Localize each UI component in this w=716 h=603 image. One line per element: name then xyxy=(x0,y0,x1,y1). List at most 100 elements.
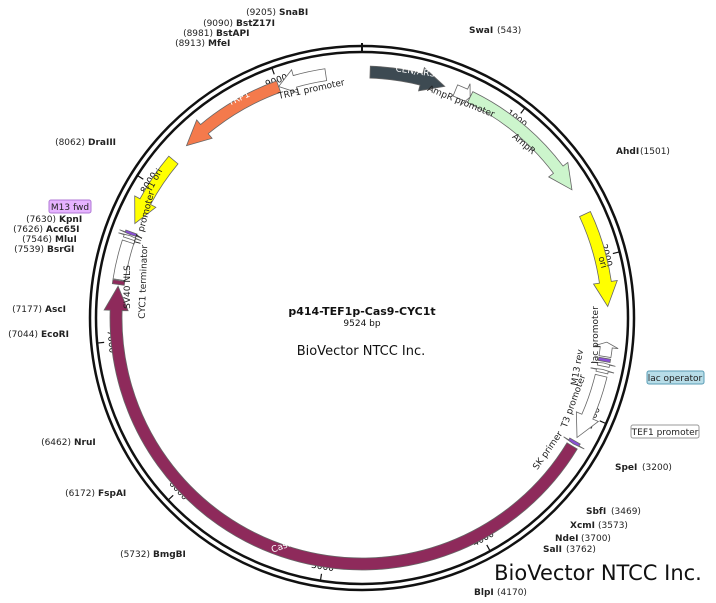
tick-1000 xyxy=(520,107,526,114)
tick-3000 xyxy=(599,420,607,425)
site-sbfi: SbfI (3469) xyxy=(586,507,641,517)
site-position: (3762) xyxy=(566,545,596,555)
site-draiii: (8062)DraIII xyxy=(55,138,116,148)
site-bsrgi: (7539)BsrGI xyxy=(14,245,74,255)
callout-tef1-promoter: TEF1 promoter xyxy=(630,424,700,439)
site-name: SnaBI xyxy=(279,8,308,18)
site-name: Acc65I xyxy=(46,225,80,235)
callout-tef1-promoter-box xyxy=(630,424,700,439)
site-acc65i: (7626)Acc65I xyxy=(13,225,79,235)
site-position: (5732) xyxy=(120,550,150,560)
site-blpi: BlpI(4170) xyxy=(474,588,527,598)
feature-label-lac-promoter: lac promoter xyxy=(591,306,601,364)
site-name: BstAPI xyxy=(216,29,249,39)
site-position: (9090) xyxy=(203,19,233,29)
tick-5000 xyxy=(319,573,323,581)
site-position: (7626) xyxy=(13,225,43,235)
site-nrui: (6462)NruI xyxy=(41,438,96,448)
site-position: (543) xyxy=(497,26,521,36)
site-name: NdeI xyxy=(555,534,578,544)
feature-trp1-promoter xyxy=(277,68,328,94)
site-name: SwaI xyxy=(469,26,493,36)
features xyxy=(103,65,619,571)
site-position: (4170) xyxy=(497,588,527,598)
site-position: (7177) xyxy=(12,305,42,315)
tick-2000 xyxy=(612,251,620,255)
site-name: BmgBI xyxy=(153,550,186,560)
site-sali: SalI (3762) xyxy=(543,545,596,555)
plasmid-name: p414-TEF1p-Cas9-CYC1t xyxy=(288,305,435,318)
site-name: BstZ17I xyxy=(236,19,275,29)
feature-ampr-promoter xyxy=(452,83,471,106)
feature-cen-ars xyxy=(369,65,446,92)
site-mfei: (8913)MfeI xyxy=(175,39,230,49)
site-kpni: (7630)KpnI xyxy=(26,215,82,225)
site-position: (8981) xyxy=(183,29,213,39)
center-brand: BioVector NTCC Inc. xyxy=(297,344,426,359)
site-position: (3700) xyxy=(581,534,611,544)
callout-m13-fwd-box xyxy=(48,199,92,214)
site-name: NruI xyxy=(74,438,96,448)
site-name: MluI xyxy=(55,235,77,245)
feature-m13-fwd xyxy=(119,229,143,239)
callout-lac-operator-label: lac operator xyxy=(648,374,703,384)
site-name: FspAI xyxy=(98,489,126,499)
tick-6000 xyxy=(167,494,174,501)
site-name: SalI xyxy=(543,545,562,555)
site-fspai: (6172)FspAI xyxy=(65,489,126,499)
site-mlui: (7546)MluI xyxy=(22,235,77,245)
site-position: (6462) xyxy=(41,438,71,448)
site-name: SbfI xyxy=(586,507,606,517)
site-name: EcoRI xyxy=(41,330,69,340)
feature-lac-promoter xyxy=(594,341,619,359)
feature-ampr xyxy=(466,91,573,191)
tick-8000 xyxy=(137,174,144,180)
site-position: (7539) xyxy=(14,245,44,255)
feature-ori xyxy=(579,211,618,308)
tick-4000 xyxy=(486,544,491,552)
corner-brand: BioVector NTCC Inc. xyxy=(494,561,702,585)
feature-trp1 xyxy=(185,80,282,147)
callout-tef1-promoter-label: TEF1 promoter xyxy=(631,428,699,438)
site-ndei: NdeI(3700) xyxy=(555,534,611,544)
site-bmgbi: (5732)BmgBI xyxy=(120,550,186,560)
site-position: (3573) xyxy=(598,521,628,531)
site-spei: SpeI(3200) xyxy=(615,463,672,473)
site-name: BsrGI xyxy=(47,245,74,255)
site-position: (9205) xyxy=(246,8,276,18)
site-name: BlpI xyxy=(474,588,494,598)
site-position: (3469) xyxy=(611,507,641,517)
feature-tef1-promoter xyxy=(575,373,608,439)
site-bstapi: (8981)BstAPI xyxy=(183,29,249,39)
feature-label-cyc1-terminator: CYC1 terminator xyxy=(138,245,151,319)
site-name: AscI xyxy=(45,305,66,315)
feature-t3-promoter xyxy=(590,367,615,375)
site-position: (3200) xyxy=(642,463,672,473)
site-ahdi: AhdI(1501) xyxy=(616,147,670,157)
site-xcmi: XcmI(3573) xyxy=(570,521,628,531)
site-asci: (7177)AscI xyxy=(12,305,66,315)
feature-lac-operator xyxy=(597,356,612,363)
feature-label-ori: ori xyxy=(596,256,609,270)
feature-f1-ori xyxy=(134,155,179,225)
site-swai: SwaI (543) xyxy=(469,26,521,36)
callout-lac-operator-box xyxy=(646,370,705,385)
site-position: (8062) xyxy=(55,138,85,148)
feature-sv40-nls xyxy=(111,279,126,286)
site-position: (7044) xyxy=(8,330,38,340)
site-name: XcmI xyxy=(570,521,595,531)
callout-lac-operator: lac operator xyxy=(646,370,705,385)
site-name: AhdI xyxy=(616,147,639,157)
site-name: MfeI xyxy=(208,39,230,49)
tick-9000 xyxy=(271,67,275,75)
site-position: (7630) xyxy=(26,215,56,225)
feature-t7-promoter xyxy=(118,232,142,242)
feature-cas9 xyxy=(103,285,578,571)
site-name: DraIII xyxy=(88,138,116,148)
restriction-sites: (9205)SnaBI (9090)BstZ17I (8981)BstAPI (… xyxy=(8,8,672,598)
site-snabi: (9205)SnaBI xyxy=(246,8,308,18)
site-position: (7546) xyxy=(22,235,52,245)
feature-label-sv40-nls: SV40 NLS xyxy=(123,265,133,309)
site-position: (8913) xyxy=(175,39,205,49)
